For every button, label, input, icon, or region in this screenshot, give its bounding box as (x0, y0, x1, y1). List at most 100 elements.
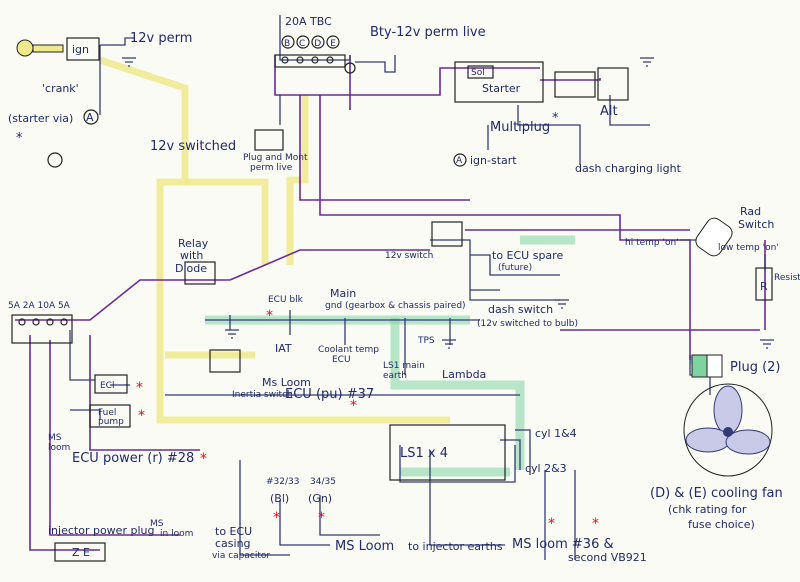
label-cyl-1-4: cyl 1&4 (535, 427, 577, 440)
label-coolant-1: Coolant temp (318, 345, 379, 355)
label-node-a: A (86, 111, 94, 124)
ign-switch (66, 37, 100, 61)
alternator (597, 67, 629, 101)
plug-permlive (254, 129, 284, 151)
plug-2 (691, 354, 723, 378)
label-ms-loom-bottom: MS Loom (335, 539, 394, 554)
star-gn: * (318, 510, 325, 526)
label-to-injector-earths: to injector earths (408, 540, 503, 553)
label-resistor: Resistor (774, 273, 800, 283)
label-plug-perm-1: Plug and Mont (243, 153, 308, 163)
label-crank: 'crank' (42, 82, 79, 95)
label-node-a-2: A (456, 156, 463, 166)
label-ign: ign (72, 43, 89, 56)
label-fuse-header: 20A TBC (285, 15, 332, 28)
label-inertia-switch: Inertia switch (232, 390, 293, 400)
label-to-ecu-casing-2: casing (215, 537, 251, 550)
ignition-key-icon (16, 39, 64, 57)
label-second-vb921: second VB921 (568, 551, 647, 564)
label-main-gnd-2: gnd (gearbox & chassis paired) (325, 301, 466, 311)
fuse-letters (281, 35, 340, 49)
label-sol: Sol (471, 68, 485, 78)
label-ms-loom-inertia: Ms Loom (262, 376, 311, 389)
label-bl: (Bl) (270, 492, 289, 505)
label-plug-perm-2: perm live (250, 163, 293, 173)
ink-wires (69, 15, 766, 560)
star-ecl: * (136, 380, 143, 396)
label-12v-perm: 12v perm (130, 31, 192, 46)
label-injector-plug-ze: Z E (72, 546, 90, 559)
star-ms-loom-36-a: * (548, 516, 555, 532)
starter-motor (454, 61, 544, 103)
label-cooling-fan-3: fuse choice) (688, 518, 755, 531)
label-relay: Relay (178, 237, 209, 250)
label-iat: IAT (275, 342, 292, 355)
label-tps: TPS (417, 336, 435, 346)
label-dash-charging: dash charging light (575, 162, 682, 175)
label-ms-loom-left-2: loom (48, 443, 70, 453)
fuse-block-top (274, 54, 356, 74)
node-a-circle (83, 109, 99, 125)
label-gn: (Gn) (308, 492, 332, 505)
label-ls1-x4: LS1 x 4 (400, 446, 448, 461)
node-a-circle-lower (47, 152, 63, 168)
label-relay-12v-switch: 12v switch (385, 251, 433, 261)
label-hi-temp: hi temp 'on' (625, 238, 679, 248)
star-fuel-pump: * (138, 408, 145, 424)
label-fuses-left: 5A 2A 10A 5A (8, 301, 71, 311)
cooling-fan-icon (683, 383, 773, 477)
solenoid (467, 65, 494, 79)
label-ecu-blk: ECU blk (268, 295, 304, 305)
label-ms-in-loom-1: MS (150, 519, 164, 529)
label-ls1-earth-2: earth (383, 371, 407, 381)
label-to-ecu-spare-1: to ECU spare (492, 249, 563, 262)
label-alt: Alt (600, 104, 618, 119)
label-starter-via-star: * (16, 131, 23, 146)
label-dash-switch: dash switch (488, 303, 553, 316)
star-ecu-pu: * (350, 398, 357, 414)
label-ign-start: ign-start (470, 154, 517, 167)
label-fuel-pump-2: pump (98, 417, 124, 427)
resistor-box (755, 267, 773, 301)
star-ecu-power: * (200, 451, 207, 467)
injector-power-plug (54, 542, 106, 562)
label-to-ecu-casing-1: to ECU (215, 525, 252, 538)
star-bl: * (273, 510, 280, 526)
label-starter: Starter (482, 82, 521, 95)
label-low-temp: low temp 'on' (718, 243, 779, 253)
label-ms-loom-left-1: MS (48, 433, 62, 443)
label-to-ecu-casing-3: via capacitor (212, 551, 270, 561)
label-cyl-2-3: cyl 2&3 (525, 462, 567, 475)
label-fuel-pump-1: Fuel (98, 408, 116, 418)
label-with: with (180, 249, 203, 262)
node-a-ign-start (453, 153, 467, 167)
label-fuse-letters: BCDE (284, 39, 345, 49)
label-lambda: Lambda (442, 368, 486, 381)
label-12v-switched: 12v switched (150, 139, 236, 154)
label-r: R (760, 280, 768, 293)
main-relay (209, 349, 241, 373)
label-cooling-fan-2: (chk rating for (668, 503, 747, 516)
label-ecu-power: ECU power (r) #28 (72, 451, 194, 466)
alt-pulley (554, 71, 596, 98)
label-dash-switch-note: (12v switched to bulb) (477, 319, 578, 329)
label-cooling-fan-1: (D) & (E) cooling fan (650, 486, 783, 501)
label-multiplug: Multiplug (490, 120, 550, 135)
fuel-pump-box (89, 404, 131, 428)
fuse-block-left (11, 314, 73, 344)
ecl-box (94, 374, 128, 394)
relay-12v-switch (431, 221, 463, 247)
label-ecl: ECl (100, 381, 114, 391)
relay-with-diode (184, 261, 216, 285)
label-to-ecu-spare-2: (future) (498, 263, 532, 273)
green-highlights (205, 235, 715, 477)
ls1-injectors-box (389, 424, 506, 481)
ground-symbols (122, 57, 774, 349)
label-main-gnd-1: Main (330, 287, 356, 300)
label-ms-loom-36: MS loom #36 & (512, 537, 614, 552)
star-ecu-blk: * (266, 308, 273, 324)
label-multiplug-star: * (552, 111, 559, 126)
label-starter-via: (starter via) (8, 112, 73, 125)
